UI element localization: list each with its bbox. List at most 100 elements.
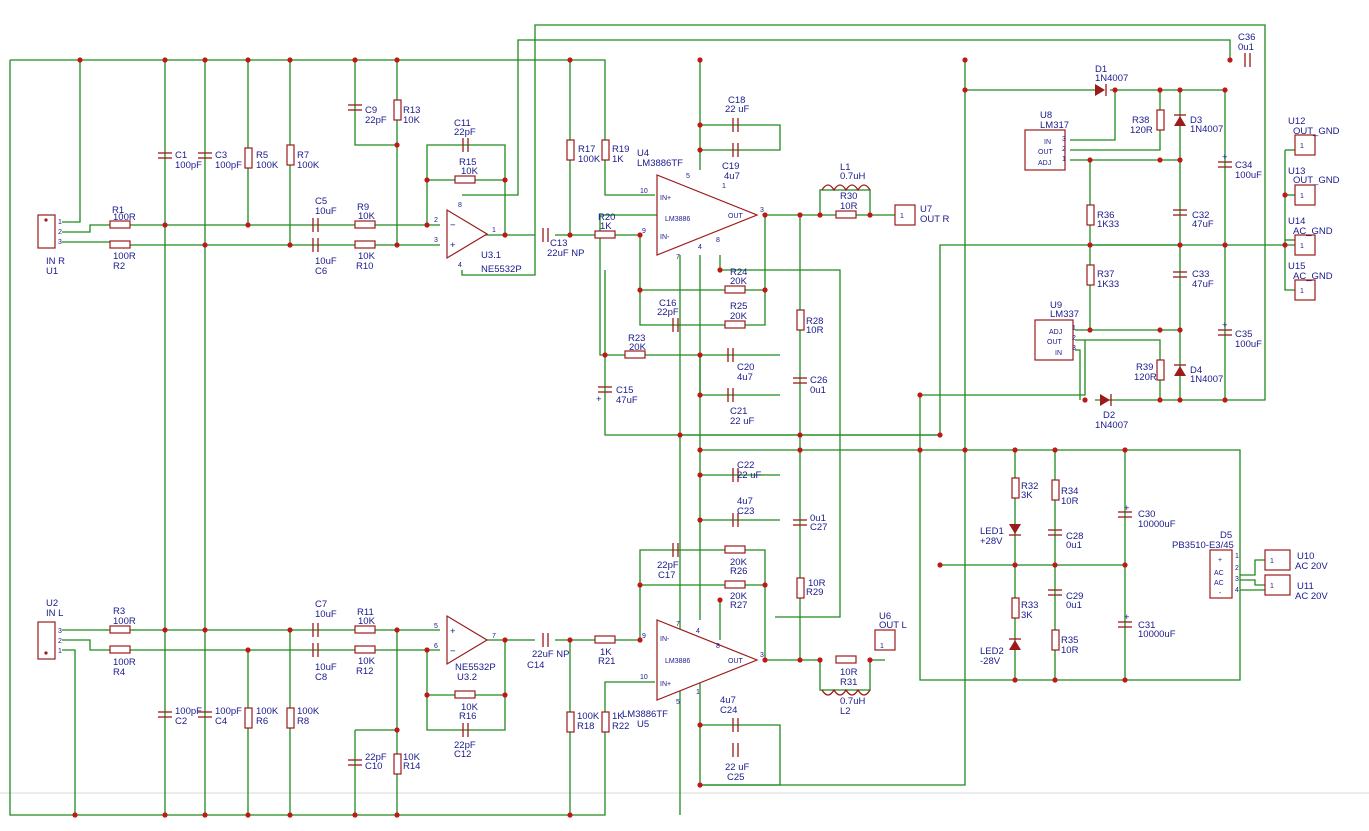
svg-text:10R: 10R xyxy=(806,325,824,336)
svg-text:1: 1 xyxy=(58,219,62,226)
svg-text:LM3886TF: LM3886TF xyxy=(637,158,683,169)
svg-text:D5: D5 xyxy=(1220,530,1232,541)
svg-text:4: 4 xyxy=(698,244,702,251)
svg-text:2: 2 xyxy=(58,229,62,236)
svg-text:C35: C35 xyxy=(1235,329,1252,340)
svg-text:R3: R3 xyxy=(113,606,125,617)
svg-text:OUT: OUT xyxy=(1047,339,1063,346)
svg-text:U2: U2 xyxy=(46,598,58,609)
svg-text:100K: 100K xyxy=(297,706,320,717)
svg-text:OUT_GND: OUT_GND xyxy=(1293,126,1340,137)
svg-text:100pF: 100pF xyxy=(215,706,242,717)
svg-text:R9: R9 xyxy=(357,202,369,213)
svg-text:R10: R10 xyxy=(356,261,373,272)
svg-text:R12: R12 xyxy=(356,666,373,677)
svg-text:1K: 1K xyxy=(612,154,624,165)
svg-text:+: + xyxy=(450,626,456,637)
svg-text:10uF: 10uF xyxy=(315,206,337,217)
svg-text:R11: R11 xyxy=(357,607,374,618)
svg-text:+28V: +28V xyxy=(980,536,1003,547)
svg-text:U10: U10 xyxy=(1297,551,1314,562)
svg-text:1: 1 xyxy=(1270,558,1274,565)
svg-text:OUT: OUT xyxy=(1038,149,1054,156)
svg-text:C8: C8 xyxy=(315,672,327,683)
svg-text:4u7: 4u7 xyxy=(737,372,753,383)
svg-text:100pF: 100pF xyxy=(175,160,202,171)
svg-text:3K: 3K xyxy=(1021,490,1033,501)
svg-text:120R: 120R xyxy=(1130,125,1153,136)
svg-text:C3: C3 xyxy=(215,150,227,161)
svg-text:R36: R36 xyxy=(1097,210,1114,221)
svg-text:R14: R14 xyxy=(403,761,420,772)
svg-text:6: 6 xyxy=(434,643,438,650)
svg-text:C33: C33 xyxy=(1192,269,1209,280)
svg-text:AC 20V: AC 20V xyxy=(1295,591,1328,602)
svg-text:1: 1 xyxy=(1300,193,1304,200)
svg-text:10R: 10R xyxy=(808,578,826,589)
svg-text:1: 1 xyxy=(1235,553,1239,560)
amplifier-u5: IN- IN+ OUT LM3886 9 10 3 7 4 1 5 8 LM38… xyxy=(622,619,764,730)
svg-text:4: 4 xyxy=(696,628,700,635)
svg-text:C32: C32 xyxy=(1192,210,1209,221)
svg-text:10K: 10K xyxy=(358,656,376,667)
svg-text:NE5532P: NE5532P xyxy=(481,264,522,275)
svg-text:4: 4 xyxy=(458,262,462,269)
svg-text:7: 7 xyxy=(676,621,680,628)
svg-text:20K: 20K xyxy=(730,276,748,287)
svg-text:C20: C20 xyxy=(737,362,754,373)
svg-text:3: 3 xyxy=(434,237,438,244)
svg-text:L1: L1 xyxy=(840,162,851,173)
svg-text:20K: 20K xyxy=(730,311,748,322)
svg-text:IN: IN xyxy=(1044,139,1051,146)
svg-text:0u1: 0u1 xyxy=(810,385,826,396)
svg-text:U9: U9 xyxy=(1050,300,1062,311)
svg-text:0u1: 0u1 xyxy=(1066,600,1082,611)
svg-text:C6: C6 xyxy=(315,266,327,277)
svg-text:0.7uH: 0.7uH xyxy=(840,696,865,707)
svg-text:U11: U11 xyxy=(1297,581,1314,592)
svg-text:C14: C14 xyxy=(527,660,544,671)
svg-text:100R: 100R xyxy=(113,657,136,668)
svg-text:10uF: 10uF xyxy=(315,609,337,620)
svg-text:22uF NP: 22uF NP xyxy=(532,649,570,660)
svg-text:C17: C17 xyxy=(658,570,675,581)
svg-text:C21: C21 xyxy=(730,406,747,417)
svg-text:10000uF: 10000uF xyxy=(1138,519,1176,530)
svg-text:R32: R32 xyxy=(1021,481,1038,492)
svg-text:R18: R18 xyxy=(577,721,594,732)
svg-text:10K: 10K xyxy=(358,211,376,222)
svg-text:10uF: 10uF xyxy=(315,662,337,673)
svg-text:R15: R15 xyxy=(459,157,476,168)
svg-text:IN: IN xyxy=(1055,350,1062,357)
regulator-u9: ADJ OUT IN 1 2 3 U9 LM337 xyxy=(1034,300,1079,361)
svg-text:0u1: 0u1 xyxy=(1238,42,1254,53)
svg-text:10R: 10R xyxy=(840,201,858,212)
svg-text:C24: C24 xyxy=(720,705,737,716)
svg-text:C11: C11 xyxy=(454,118,471,129)
svg-text:1: 1 xyxy=(722,183,726,190)
svg-text:LED2: LED2 xyxy=(980,646,1004,657)
